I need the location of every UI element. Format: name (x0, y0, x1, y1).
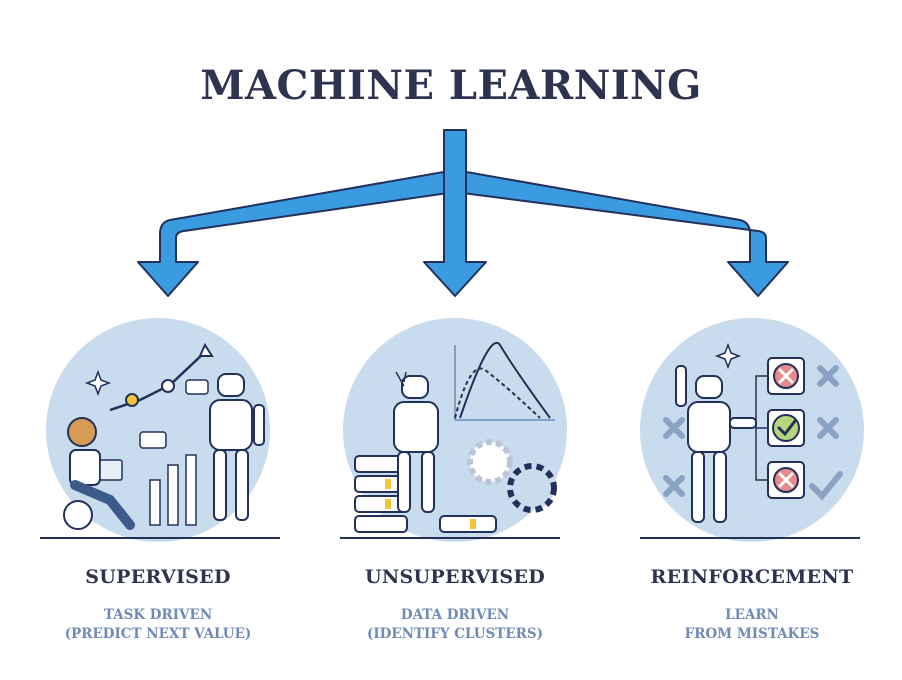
illustration-unsupervised (340, 318, 567, 542)
diagram-title: MACHINE LEARNING (200, 62, 702, 109)
branch-description: LEARN FROM MISTAKES (622, 606, 882, 644)
desc-line: FROM MISTAKES (684, 626, 820, 642)
arrow-center (423, 129, 487, 297)
branch-name: UNSUPERVISED (364, 566, 546, 588)
illustration-reinforcement (640, 318, 864, 542)
branch-reinforcement: REINFORCEMENT LEARN FROM MISTAKES (622, 566, 882, 644)
branch-arrows (137, 129, 789, 297)
desc-line: (PREDICT NEXT VALUE) (64, 626, 252, 642)
arrow-right (454, 169, 789, 297)
desc-line: LEARN (725, 607, 779, 623)
desc-line: DATA DRIVEN (400, 607, 510, 623)
illustration-supervised (40, 318, 280, 542)
desc-line: (IDENTIFY CLUSTERS) (366, 626, 544, 642)
branch-name: SUPERVISED (85, 566, 231, 588)
branch-supervised: SUPERVISED TASK DRIVEN (PREDICT NEXT VAL… (28, 566, 288, 644)
branch-description: DATA DRIVEN (IDENTIFY CLUSTERS) (325, 606, 585, 644)
branch-unsupervised: UNSUPERVISED DATA DRIVEN (IDENTIFY CLUST… (325, 566, 585, 644)
branch-description: TASK DRIVEN (PREDICT NEXT VALUE) (28, 606, 288, 644)
desc-line: TASK DRIVEN (103, 607, 213, 623)
branch-name: REINFORCEMENT (650, 566, 854, 588)
arrow-left (137, 169, 456, 297)
